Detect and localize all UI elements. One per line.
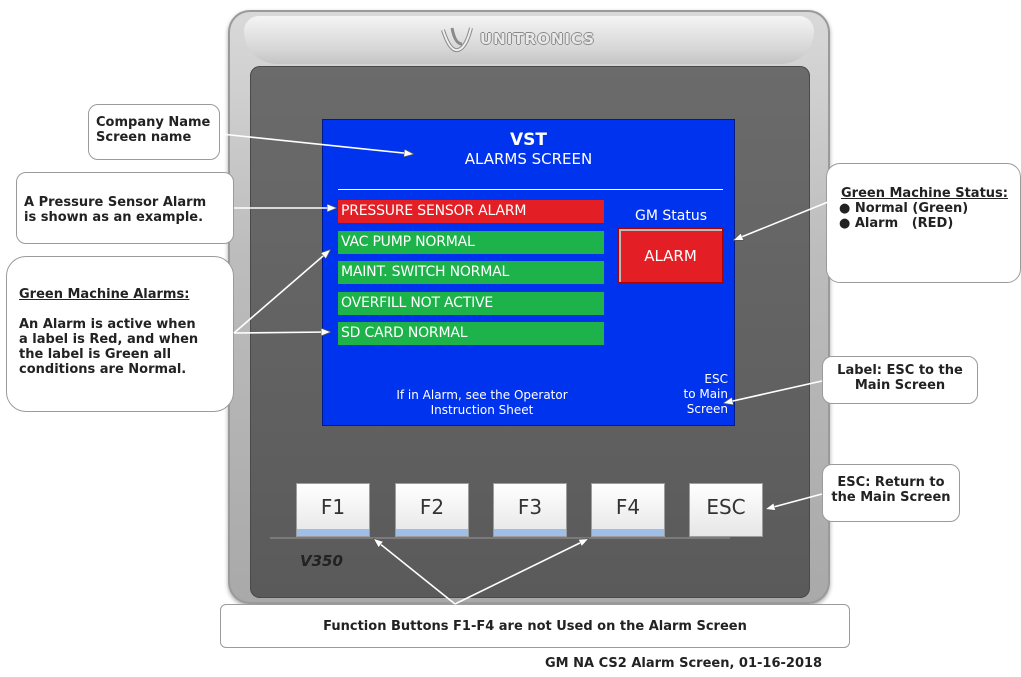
f2-key-bar bbox=[396, 529, 468, 536]
model-label: V350 bbox=[300, 552, 343, 570]
screen-title: VST bbox=[510, 130, 547, 150]
callout-company-line1: Company Name bbox=[96, 115, 211, 130]
brand-logo: UNITRONICS bbox=[440, 22, 630, 56]
callout-gm-alarms: Green Machine Alarms: An Alarm is active… bbox=[6, 256, 234, 412]
callout-gm-alarms-heading: Green Machine Alarms: bbox=[19, 287, 190, 302]
bullet-icon: ● bbox=[839, 216, 855, 231]
callout-pressure-line2: is shown as an example. bbox=[24, 210, 204, 225]
callout-gm-alarms-line3: the label is Green all bbox=[19, 347, 172, 362]
f3-key-label: F3 bbox=[517, 495, 543, 519]
callout-esc-label: Label: ESC to the Main Screen bbox=[822, 356, 978, 404]
f4-key-label: F4 bbox=[615, 495, 641, 519]
gm-status-indicator: ALARM bbox=[618, 228, 723, 283]
operator-hint-line1: If in Alarm, see the Operator bbox=[396, 388, 568, 402]
gm-status-label: GM Status bbox=[635, 208, 707, 224]
operator-hint-line2: Instruction Sheet bbox=[430, 403, 534, 417]
esc-screen-label-line3: Screen bbox=[686, 402, 728, 416]
screen-subtitle: ALARMS SCREEN bbox=[464, 150, 593, 168]
alarm-overfill: OVERFILL NOT ACTIVE bbox=[338, 292, 604, 315]
footer-caption: GM NA CS2 Alarm Screen, 01-16-2018 bbox=[545, 656, 823, 671]
f4-key[interactable]: F4 bbox=[591, 483, 665, 537]
callout-esc-label-line2: Main Screen bbox=[854, 378, 946, 393]
alarm-maint-switch: MAINT. SWITCH NORMAL bbox=[338, 261, 604, 284]
brand-name: UNITRONICS bbox=[480, 30, 596, 48]
f3-key-bar bbox=[494, 529, 566, 536]
callout-pressure-alarm: A Pressure Sensor Alarm is shown as an e… bbox=[16, 172, 234, 244]
alarm-pressure-sensor: PRESSURE SENSOR ALARM bbox=[338, 200, 604, 223]
screen-divider bbox=[338, 189, 723, 190]
esc-screen-label-line2: to Main bbox=[683, 387, 728, 401]
unitronics-logo-icon bbox=[441, 27, 473, 53]
bullet-icon: ● bbox=[839, 201, 855, 216]
f3-key[interactable]: F3 bbox=[493, 483, 567, 537]
callout-company-name: Company Name Screen name bbox=[88, 104, 220, 160]
alarm-vac-pump: VAC PUMP NORMAL bbox=[338, 231, 604, 254]
callout-esc-label-line1: Label: ESC to the bbox=[837, 363, 963, 378]
callout-function-buttons: Function Buttons F1-F4 are not Used on t… bbox=[220, 604, 850, 648]
callout-gm-status-item2: ● Alarm (RED) bbox=[839, 216, 1020, 231]
esc-screen-label: ESC to Main Screen bbox=[658, 372, 728, 417]
esc-screen-label-line1: ESC bbox=[704, 372, 728, 386]
callout-gm-status-heading: Green Machine Status: bbox=[841, 186, 1008, 201]
callout-pressure-line1: A Pressure Sensor Alarm bbox=[24, 195, 207, 210]
f1-key-label: F1 bbox=[320, 495, 346, 519]
f1-key[interactable]: F1 bbox=[296, 483, 370, 537]
callout-gm-alarms-line2: a label is Red, and when bbox=[19, 332, 199, 347]
esc-key-label: ESC bbox=[706, 495, 746, 519]
f1-key-bar bbox=[297, 529, 369, 536]
callout-gm-status-item1-text: Normal (Green) bbox=[854, 201, 969, 216]
callout-gm-status: Green Machine Status: ● Normal (Green) ●… bbox=[826, 163, 1021, 283]
callout-gm-status-item2-text: Alarm (RED) bbox=[854, 216, 954, 231]
callout-esc-key-line1: ESC: Return to bbox=[837, 475, 945, 490]
operator-hint: If in Alarm, see the Operator Instructio… bbox=[380, 388, 584, 418]
callout-esc-key: ESC: Return to the Main Screen bbox=[822, 464, 960, 522]
esc-key[interactable]: ESC bbox=[689, 483, 763, 537]
alarm-sd-card: SD CARD NORMAL bbox=[338, 322, 604, 345]
callout-gm-alarms-line1: An Alarm is active when bbox=[19, 317, 196, 332]
device-top-cap bbox=[244, 16, 814, 64]
key-sill bbox=[270, 537, 730, 539]
callout-company-line2: Screen name bbox=[96, 130, 192, 145]
f2-key-label: F2 bbox=[419, 495, 445, 519]
f4-key-bar bbox=[592, 529, 664, 536]
callout-gm-alarms-line4: conditions are Normal. bbox=[19, 362, 187, 377]
f2-key[interactable]: F2 bbox=[395, 483, 469, 537]
callout-esc-key-line2: the Main Screen bbox=[831, 490, 951, 505]
callout-gm-status-item1: ● Normal (Green) bbox=[839, 201, 1020, 216]
